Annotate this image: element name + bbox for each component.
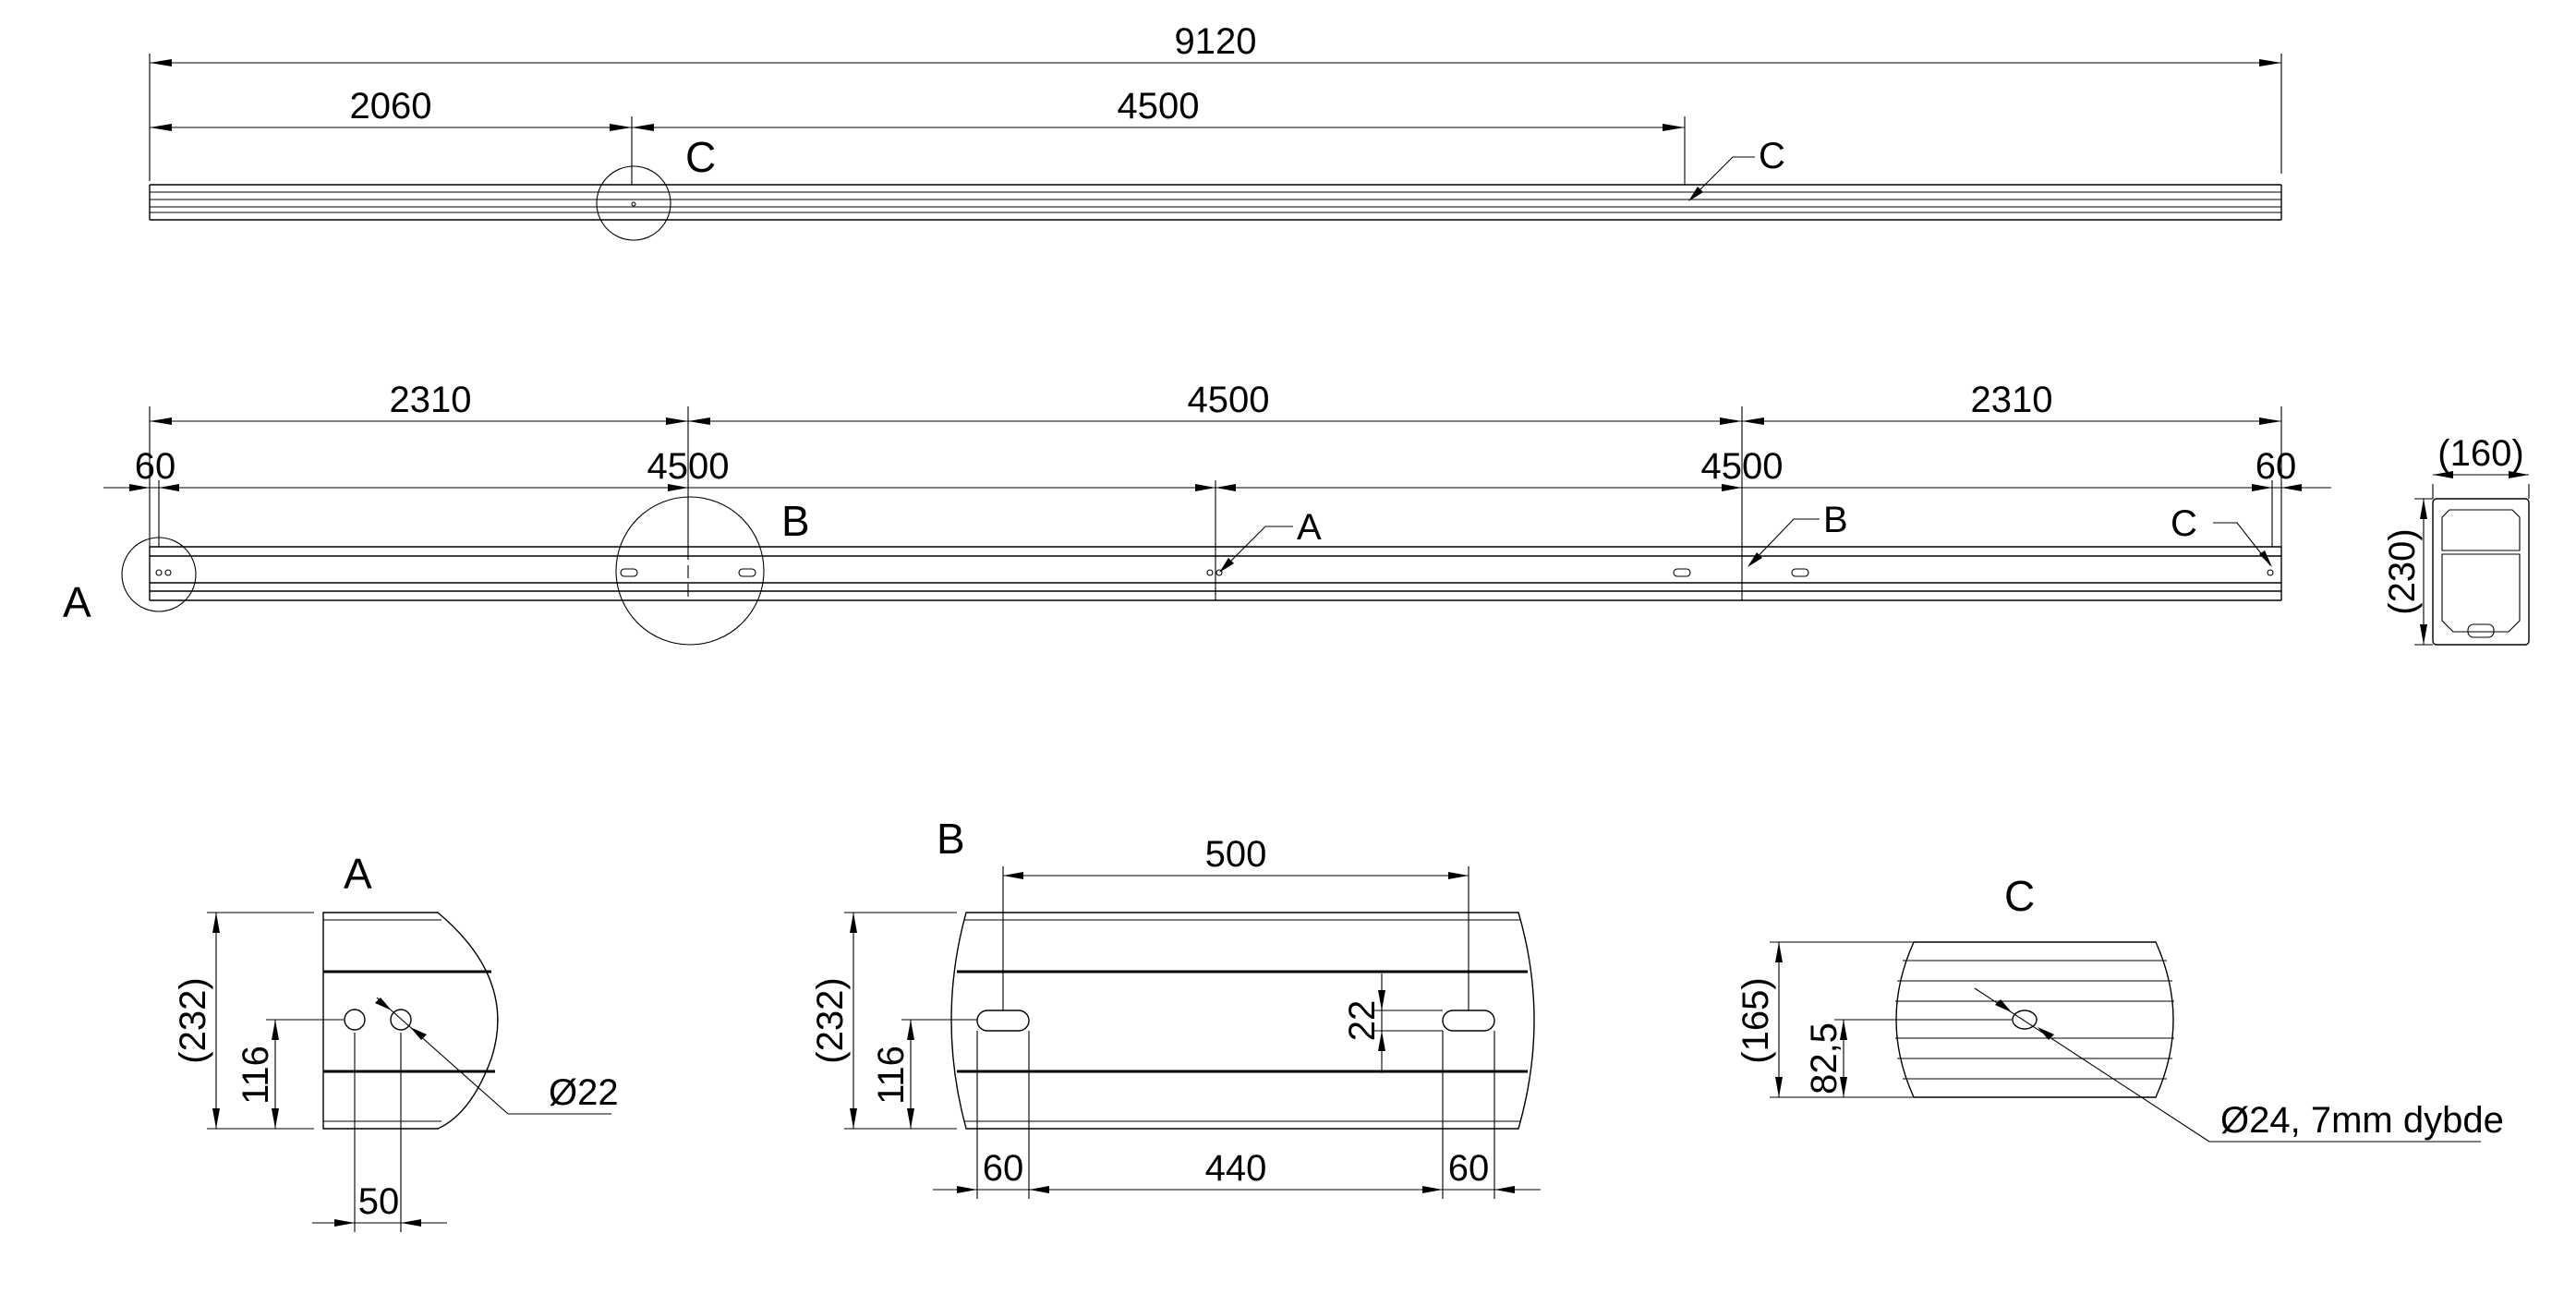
detail-a-callout: A bbox=[63, 578, 91, 626]
detail-b-height: (232) bbox=[810, 977, 851, 1063]
detail-b-circle bbox=[615, 496, 765, 646]
leader-c-front: C bbox=[2171, 503, 2272, 567]
top-view-beam bbox=[149, 184, 2282, 221]
section-width-dimension: (160) bbox=[2433, 433, 2529, 478]
hole-2 bbox=[390, 1009, 412, 1031]
leader-c-label: C bbox=[1759, 136, 1785, 176]
dim-4500-b-label: 4500 bbox=[1701, 446, 1784, 487]
leader-b-label: B bbox=[1823, 500, 1848, 540]
detail-b-slot-spacing: 500 bbox=[1205, 834, 1267, 875]
detail-a-title: A bbox=[344, 850, 372, 898]
detail-b: B (232) 116 500 bbox=[810, 815, 1541, 1199]
detail-b-edge-left: 60 bbox=[983, 1148, 1024, 1189]
leader-c-front-label: C bbox=[2171, 503, 2197, 544]
detail-b-hole-height: 116 bbox=[871, 1046, 912, 1105]
detail-c-hole bbox=[2012, 1010, 2038, 1030]
dim-2310-left-label: 2310 bbox=[390, 380, 472, 420]
hole-1 bbox=[344, 1009, 366, 1031]
dim-mid-label: 4500 bbox=[1118, 86, 1200, 127]
dimension-2310-right: 2310 bbox=[1742, 380, 2281, 425]
detail-c-title: C bbox=[2004, 872, 2035, 920]
detail-b-hole-height-dim: 116 bbox=[871, 1020, 914, 1129]
detail-c-height: (165) bbox=[1735, 977, 1776, 1063]
detail-b-title: B bbox=[937, 815, 965, 863]
detail-b-height-dim: (232) bbox=[810, 913, 857, 1129]
section-view: (160) (230) bbox=[2382, 433, 2530, 646]
section-height-label: (230) bbox=[2382, 528, 2423, 614]
leader-a-front: A bbox=[1219, 507, 1322, 573]
detail-a-diameter-leader: Ø22 bbox=[375, 997, 619, 1115]
section-width-label: (160) bbox=[2437, 433, 2523, 474]
detail-b-edge-right: 60 bbox=[1448, 1148, 1490, 1189]
detail-c-grooves bbox=[1895, 960, 2174, 1080]
detail-a-hole-height: 116 bbox=[236, 1046, 276, 1105]
detail-c-height-dim: (165) bbox=[1735, 942, 1783, 1097]
leader-a-label: A bbox=[1297, 507, 1322, 548]
dimension-4500-top: 4500 bbox=[632, 86, 1685, 131]
detail-a-height: (232) bbox=[173, 977, 213, 1063]
detail-b-slot-height: 22 bbox=[1342, 1000, 1383, 1042]
top-view: 9120 2060 4500 C C bbox=[149, 21, 2282, 241]
detail-b-slot-spacing-dim: 500 bbox=[1003, 834, 1469, 879]
detail-c-circle bbox=[596, 165, 671, 241]
dimension-row-2: 60 4500 4500 60 bbox=[103, 446, 2331, 491]
detail-c-hole-height-dim: 82,5 bbox=[1804, 1020, 1847, 1097]
detail-a-diameter: Ø22 bbox=[549, 1072, 619, 1113]
detail-c-callout: C bbox=[685, 133, 716, 181]
detail-a-spacing: 50 bbox=[358, 1181, 400, 1222]
dim-4500-a-label: 4500 bbox=[647, 446, 730, 487]
detail-b-middle: 440 bbox=[1205, 1148, 1267, 1189]
detail-c: C (165) 82,5 bbox=[1735, 872, 2504, 1143]
dim-60-right-label: 60 bbox=[2256, 446, 2297, 487]
dim-2310-right-label: 2310 bbox=[1971, 380, 2053, 420]
dim-4500-top-label: 4500 bbox=[1188, 380, 1270, 420]
detail-c-note-leader: Ø24, 7mm dybde bbox=[1974, 987, 2504, 1143]
dim-left-label: 2060 bbox=[350, 86, 432, 127]
front-slots bbox=[155, 568, 2274, 577]
detail-a: A (232) 116 50 bbox=[173, 850, 619, 1232]
dimension-2060: 2060 bbox=[150, 86, 632, 131]
section-height-dimension: (230) bbox=[2382, 499, 2427, 645]
leader-c-top: C bbox=[1688, 136, 1785, 201]
leader-b-front: B bbox=[1748, 500, 1848, 567]
dim-total-label: 9120 bbox=[1175, 21, 1257, 62]
dimension-2310-left: 2310 bbox=[150, 380, 688, 425]
dimension-9120: 9120 bbox=[150, 21, 2281, 67]
dim-60-left-label: 60 bbox=[135, 446, 176, 487]
detail-c-note: Ø24, 7mm dybde bbox=[2220, 1100, 2504, 1141]
detail-a-circle bbox=[121, 537, 197, 612]
slot-left bbox=[976, 1010, 1030, 1032]
detail-a-height-dim: (232) bbox=[173, 913, 220, 1129]
slot-right bbox=[1442, 1010, 1495, 1032]
detail-b-bottom-dims: 60 440 60 bbox=[933, 1148, 1541, 1193]
detail-a-hole-height-dim: 116 bbox=[236, 1020, 279, 1129]
detail-a-spacing-dim: 50 bbox=[312, 1181, 447, 1227]
detail-c-hole-height: 82,5 bbox=[1804, 1022, 1844, 1094]
detail-b-callout: B bbox=[781, 497, 810, 545]
detail-b-slot-height-dim: 22 bbox=[1342, 974, 1385, 1073]
dimension-4500-front: 4500 bbox=[688, 380, 1742, 425]
front-view: 2310 4500 2310 60 4500 bbox=[63, 380, 2331, 646]
